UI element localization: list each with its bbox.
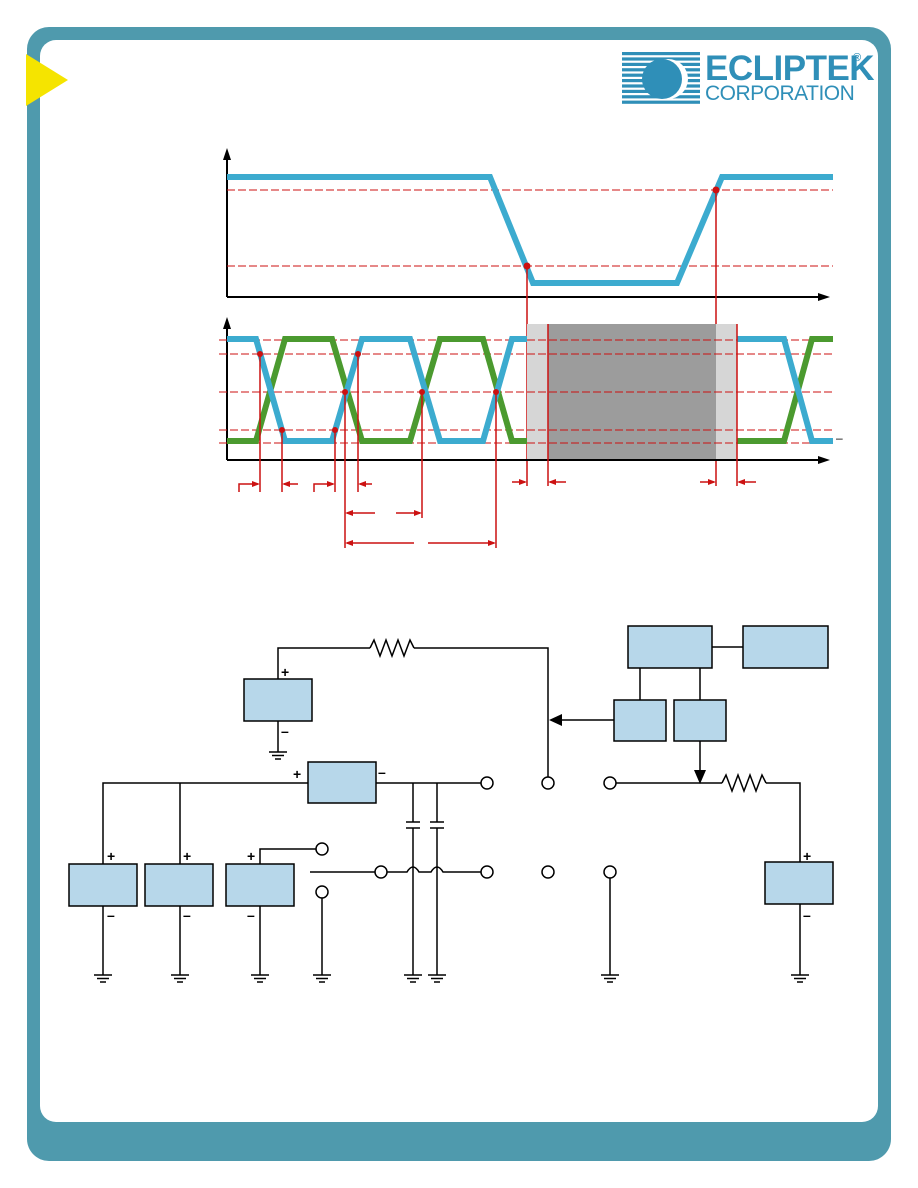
dimension-arrows <box>238 479 756 546</box>
ground-icon <box>601 974 619 983</box>
plus-supply-3: + <box>247 848 255 864</box>
wire-top-right <box>414 647 549 781</box>
top-x-axis-arrow <box>818 293 830 301</box>
block-top-supply <box>243 678 313 722</box>
wire-supply3-switch <box>259 848 316 864</box>
polarity-marks: + – + – + – + – + – + – <box>107 664 811 923</box>
ground-icon <box>94 974 112 983</box>
ground-icon <box>171 974 189 983</box>
minus-top-supply: – <box>281 723 289 739</box>
block-supply-3 <box>225 863 295 907</box>
wire-sig-hop <box>387 866 481 873</box>
terminal-icon <box>603 776 617 790</box>
plus-right-supply: + <box>803 848 811 864</box>
ground-icon <box>791 974 809 983</box>
block-ctrl-right <box>673 699 727 742</box>
minus-supply-1: – <box>107 907 115 923</box>
top-signal-trace <box>227 174 833 286</box>
blue-signal-b <box>737 336 833 444</box>
test-circuit-schematic <box>68 625 834 983</box>
block-regulator <box>307 761 377 804</box>
probe-arrow-left <box>549 714 562 726</box>
ground-icon <box>313 974 331 983</box>
terminal-icon <box>603 865 617 879</box>
block-supply-2 <box>144 863 214 907</box>
minus-supply-3: – <box>247 907 255 923</box>
terminal-icon <box>480 776 494 790</box>
probe-arrow-down <box>694 770 706 784</box>
plus-top-supply: + <box>281 664 289 680</box>
registered-mark: ® <box>853 52 862 64</box>
ground-icon <box>269 751 287 760</box>
lower-y-axis-arrow <box>223 317 231 329</box>
logo-stripes-icon <box>622 52 700 104</box>
block-ctrl-aux <box>742 625 829 669</box>
block-right-supply <box>764 861 834 905</box>
terminal-icon <box>315 885 329 899</box>
timing-diagram-lower: – <box>219 317 843 548</box>
wire-right-load <box>766 782 801 862</box>
wire-top-supply <box>277 647 370 679</box>
section-arrow-icon <box>26 54 68 106</box>
top-y-axis-arrow <box>223 148 231 160</box>
minus-regulator: – <box>378 764 386 780</box>
terminal-icon <box>374 865 388 879</box>
company-logo: ECLIPTEK ® CORPORATION <box>622 50 875 106</box>
logo-subtitle: CORPORATION <box>705 82 855 105</box>
resistor-top-icon <box>369 637 415 659</box>
plus-supply-1: + <box>107 848 115 864</box>
resistor-right-icon <box>721 772 767 794</box>
terminal-icon <box>541 865 555 879</box>
terminal-icon <box>480 865 494 879</box>
plus-supply-2: + <box>183 848 191 864</box>
top-marker-dot-1 <box>523 262 531 270</box>
minus-supply-2: – <box>183 907 191 923</box>
block-ctrl-left <box>613 699 667 742</box>
block-ctrl-main <box>627 625 713 669</box>
ground-icon <box>404 974 422 983</box>
minus-right-supply: – <box>803 907 811 923</box>
ground-icon <box>251 974 269 983</box>
logo-title: ECLIPTEK <box>705 49 875 88</box>
ground-icon <box>428 974 446 983</box>
top-marker-dot-2 <box>712 186 720 194</box>
lower-x-axis-arrow <box>818 456 830 464</box>
edge-dash-mark: – <box>836 431 843 445</box>
terminal-icon <box>315 842 329 856</box>
plus-regulator: + <box>293 766 301 782</box>
wire-left-bus <box>102 782 308 867</box>
terminal-icon <box>541 776 555 790</box>
block-supply-1 <box>68 863 138 907</box>
